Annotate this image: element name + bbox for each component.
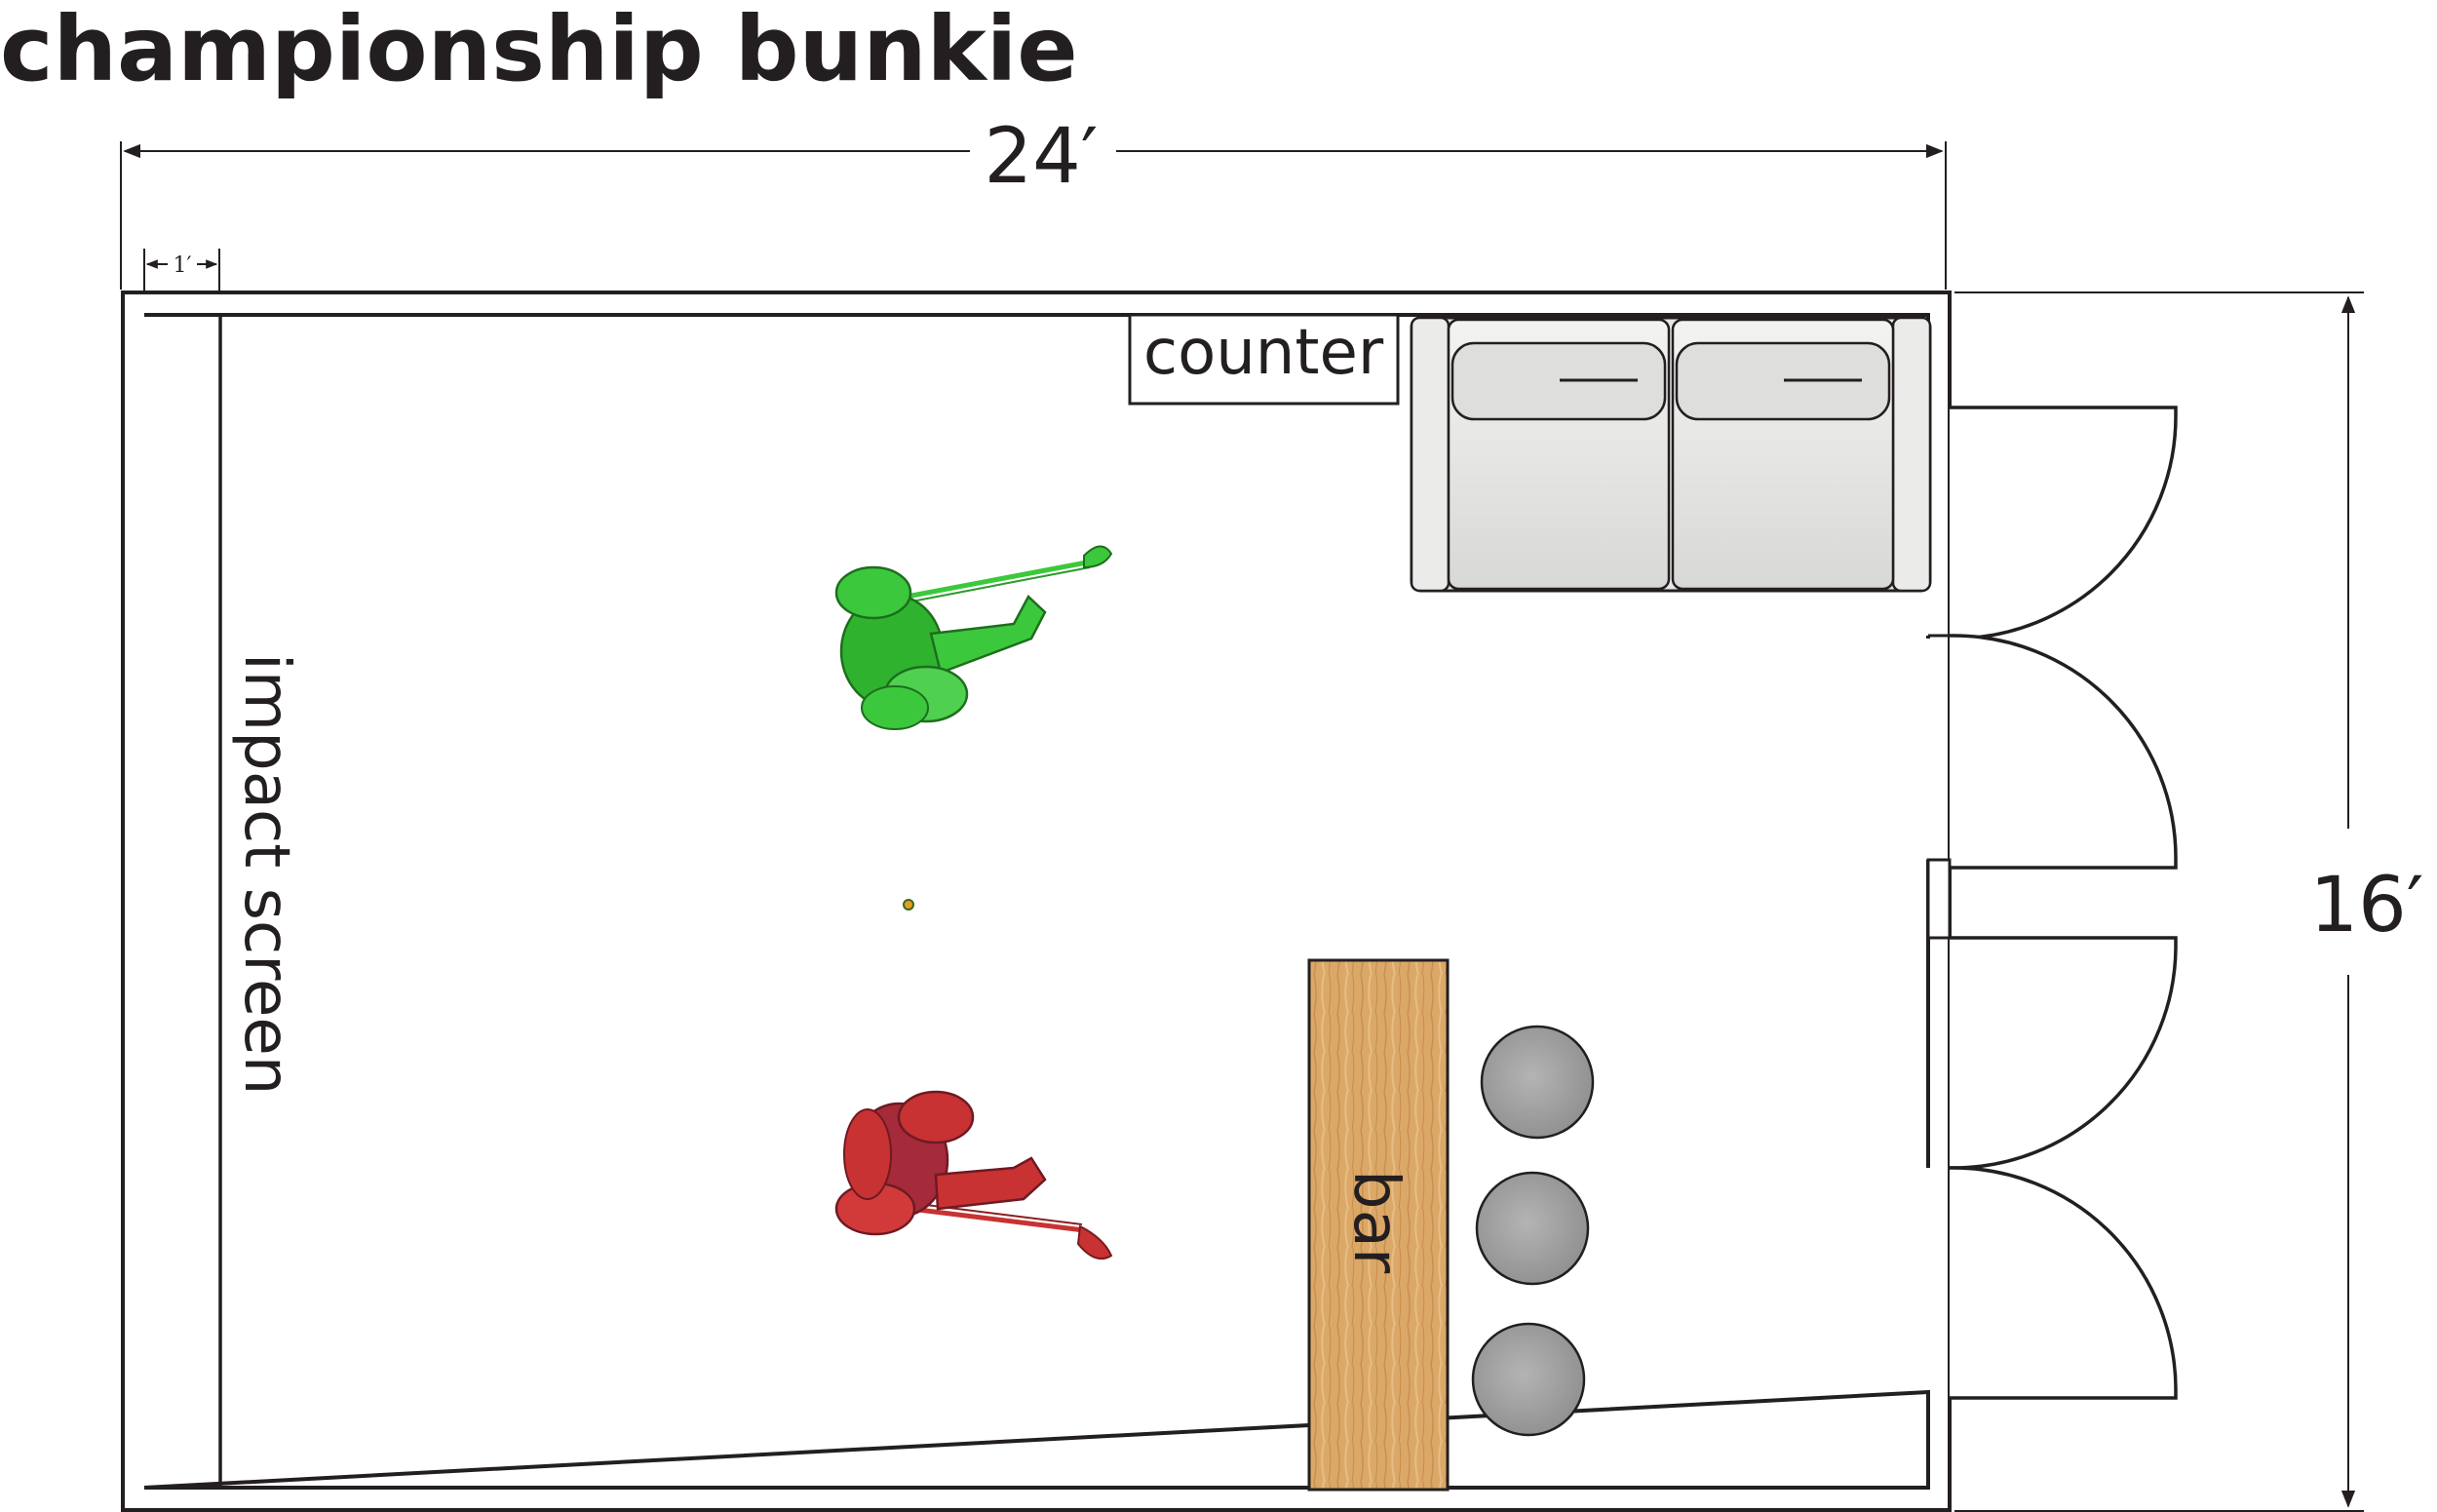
doors (1926, 406, 2178, 1400)
width-label: 24′ (985, 113, 1099, 201)
bar-stool (1480, 1025, 1595, 1140)
bar-stool (1475, 1171, 1590, 1286)
width-dimension: 24′ (120, 113, 1947, 290)
bar-stool (1471, 1322, 1586, 1437)
screen-offset-dimension: 1′ (143, 249, 220, 291)
depth-dimension: 16′ (1954, 291, 2424, 1512)
golf-ball (903, 899, 914, 911)
depth-label: 16′ (2310, 862, 2424, 950)
sofa (1410, 316, 1932, 593)
golfer-green (834, 545, 1113, 730)
golfer-red (834, 1090, 1113, 1260)
impact-screen: impact screen (218, 315, 302, 1488)
bar-stools (1471, 1025, 1595, 1437)
plan-title: championship bunkie (0, 0, 1078, 101)
impact-screen-label: impact screen (230, 653, 302, 1095)
bar-label: bar (1339, 1170, 1412, 1274)
bar-counter: bar (1307, 958, 1450, 1492)
counter-label: counter (1143, 317, 1384, 389)
counter: counter (1128, 313, 1400, 406)
screen-offset-label: 1′ (174, 253, 192, 278)
